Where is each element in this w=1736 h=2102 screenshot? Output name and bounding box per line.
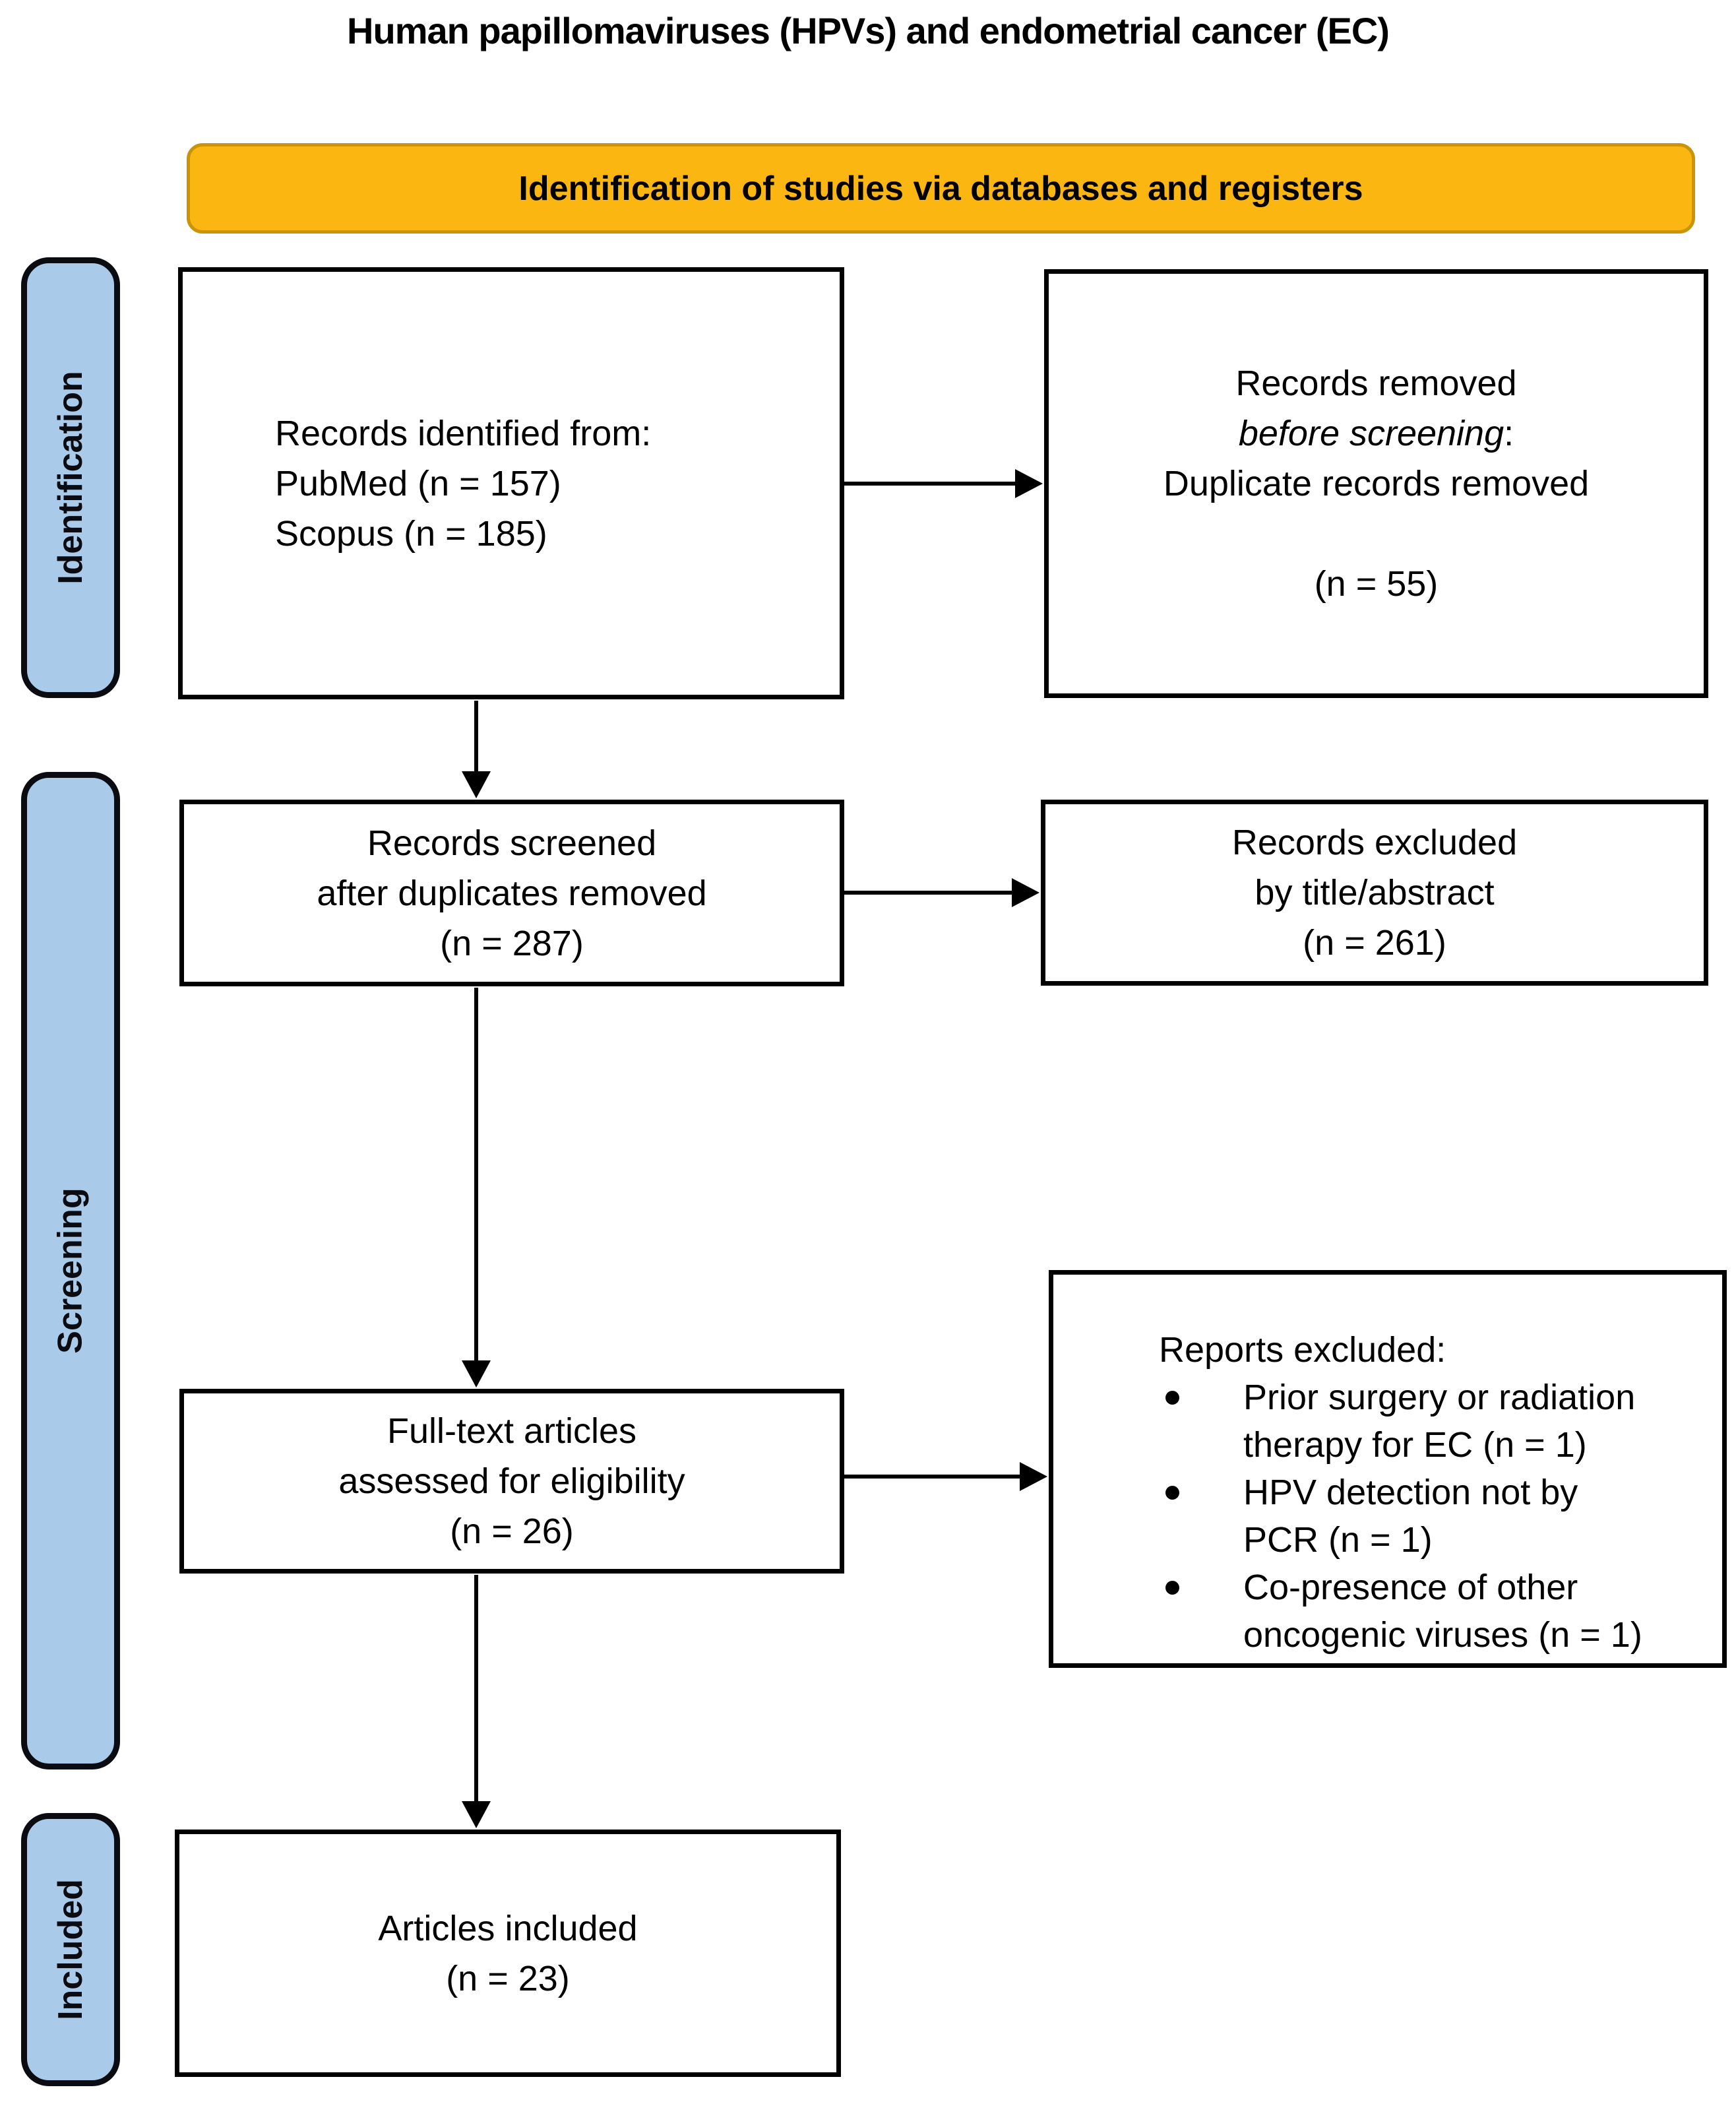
box-line: Records screened xyxy=(367,823,657,863)
box-count: (n = 55) xyxy=(1314,564,1439,604)
records-removed-box: Records removed before screening: Duplic… xyxy=(1044,269,1708,698)
bullet-icon xyxy=(1165,1391,1179,1405)
box-line: HPV detection not by xyxy=(1243,1473,1578,1512)
records-screened-box: Records screened after duplicates remove… xyxy=(179,800,844,986)
articles-included-box: Articles included (n = 23) xyxy=(175,1830,841,2077)
bullet-text: Prior surgery or radiation therapy for E… xyxy=(1243,1374,1635,1469)
box-line: Articles included xyxy=(378,1908,638,1948)
box-line: after duplicates removed xyxy=(317,873,707,913)
arrow-screened-to-fulltext xyxy=(462,988,491,1387)
bullet-item: Prior surgery or radiation therapy for E… xyxy=(1159,1374,1702,1469)
box-heading: Reports excluded: xyxy=(1159,1330,1446,1370)
arrow-fulltext-to-included xyxy=(462,1575,491,1828)
colon-suffix: : xyxy=(1504,414,1514,453)
box-count: (n = 23) xyxy=(446,1958,570,1998)
records-identified-box: Records identified from: PubMed (n = 157… xyxy=(178,267,844,699)
box-line: PubMed (n = 157) xyxy=(275,463,561,503)
box-line: Co-presence of other xyxy=(1243,1568,1578,1607)
arrow-identified-to-removed xyxy=(844,469,1043,498)
box-line: Duplicate records removed xyxy=(1163,464,1590,503)
records-excluded-box: Records excluded by title/abstract (n = … xyxy=(1041,800,1708,986)
box-line: before screening: xyxy=(1239,408,1514,459)
box-count: (n = 261) xyxy=(1303,923,1446,963)
bullet-text: Co-presence of other oncogenic viruses (… xyxy=(1243,1564,1642,1659)
arrow-fulltext-to-reports-excluded xyxy=(844,1462,1047,1491)
fulltext-assessed-box: Full-text articles assessed for eligibil… xyxy=(179,1389,844,1574)
bullet-text: HPV detection not by PCR (n = 1) xyxy=(1243,1469,1578,1564)
bullet-item: Co-presence of other oncogenic viruses (… xyxy=(1159,1564,1702,1659)
arrow-identified-to-screened xyxy=(462,701,491,798)
box-line: PCR (n = 1) xyxy=(1243,1520,1433,1560)
box-line: assessed for eligibility xyxy=(338,1461,685,1501)
box-line: Records identified from: xyxy=(275,413,652,453)
identification-banner: Identification of studies via databases … xyxy=(187,143,1695,234)
box-count: (n = 26) xyxy=(450,1512,574,1551)
banner-label: Identification of studies via databases … xyxy=(518,169,1363,208)
bullet-icon xyxy=(1165,1581,1179,1595)
stage-screening: Screening xyxy=(21,772,120,1769)
reports-excluded-box: Reports excluded: Prior surgery or radia… xyxy=(1049,1270,1727,1668)
box-count: (n = 287) xyxy=(440,923,584,963)
box-line: oncogenic viruses (n = 1) xyxy=(1243,1615,1642,1655)
bullet-item: HPV detection not by PCR (n = 1) xyxy=(1159,1469,1702,1564)
arrow-screened-to-excluded xyxy=(844,878,1039,907)
box-line: Records removed xyxy=(1235,364,1517,403)
box-line: Full-text articles xyxy=(387,1411,637,1451)
box-line: therapy for EC (n = 1) xyxy=(1243,1425,1587,1465)
box-line: Prior surgery or radiation xyxy=(1243,1378,1636,1417)
page-title: Human papillomaviruses (HPVs) and endome… xyxy=(347,10,1390,51)
stage-included: Included xyxy=(21,1813,120,2086)
stage-identification: Identification xyxy=(21,257,120,698)
box-line: Scopus (n = 185) xyxy=(275,513,547,554)
italic-phrase: before screening xyxy=(1238,414,1504,453)
box-line: by title/abstract xyxy=(1255,873,1495,912)
box-line: Records excluded xyxy=(1231,823,1518,862)
bullet-icon xyxy=(1165,1486,1179,1500)
